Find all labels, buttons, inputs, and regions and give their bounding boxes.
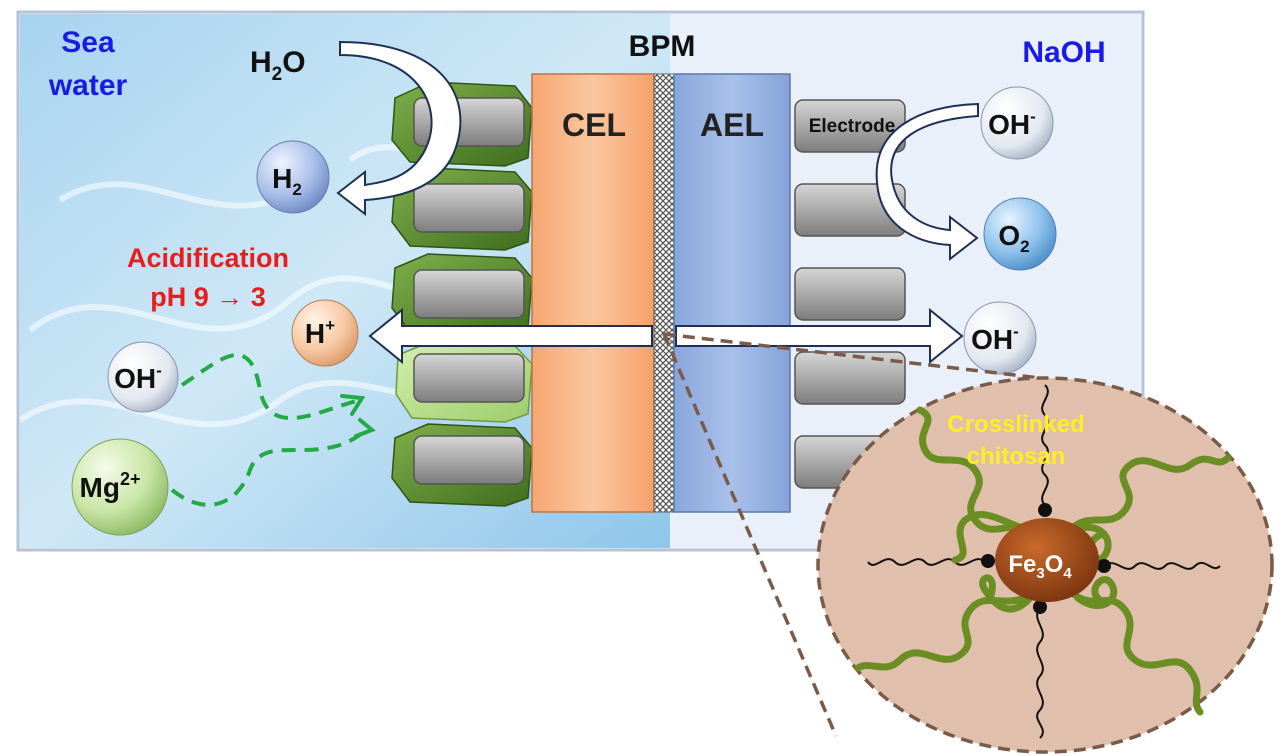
fe3o4-core xyxy=(995,518,1099,602)
flow-arrowheads xyxy=(340,394,376,438)
ion-transport-arrows xyxy=(368,307,964,365)
hydroxide-right: OH- xyxy=(963,301,1037,375)
svg-text:OH-: OH- xyxy=(988,107,1036,140)
svg-text:H+: H+ xyxy=(305,316,335,349)
magnesium-ion: Mg2+ xyxy=(71,438,169,536)
h2-molecule: H2 xyxy=(256,140,330,214)
svg-text:OH-: OH- xyxy=(971,322,1019,355)
chitosan-label: chitosan xyxy=(967,443,1066,470)
cel-label: CEL xyxy=(562,107,626,143)
precipitation-flow-arrows xyxy=(170,353,368,507)
cathode-electrode xyxy=(413,269,525,319)
hydroxide-left: OH- xyxy=(107,341,179,413)
hydroxide-flux-arrow xyxy=(675,307,964,365)
svg-text:H2: H2 xyxy=(272,163,302,199)
cathode-stack xyxy=(391,81,533,507)
chitosan-chains xyxy=(854,406,1232,716)
seawater-label-line2: water xyxy=(48,69,128,102)
cel-layer xyxy=(531,73,655,513)
ael-label: AEL xyxy=(700,107,764,143)
svg-text:Mg2+: Mg2+ xyxy=(80,469,141,503)
cathode-electrode xyxy=(413,183,525,233)
zoom-connectors xyxy=(662,332,1041,737)
anode-electrode xyxy=(794,351,906,405)
linker-nodes xyxy=(981,503,1111,614)
o2-molecule: O2 xyxy=(983,197,1057,271)
ael-layer xyxy=(673,73,791,513)
crosslinked-label: Crosslinked xyxy=(947,411,1084,438)
ph-change-label: pH 9 → 3 xyxy=(150,282,266,312)
svg-text:O2: O2 xyxy=(998,220,1029,256)
h2o-label: H2O xyxy=(250,46,306,85)
bpm-label: BPM xyxy=(629,30,696,63)
proton-flux-arrow xyxy=(368,307,653,365)
svg-text:OH-: OH- xyxy=(114,361,162,394)
proton: H+ xyxy=(291,299,359,367)
zoom-inset: Fe3O4 Crosslinked chitosan xyxy=(816,376,1274,754)
bipolar-membrane: CEL AEL xyxy=(531,73,791,513)
oh-flow-arrow xyxy=(180,353,361,420)
crosslinker-chains xyxy=(867,384,1221,739)
cathode-electrode xyxy=(413,353,525,403)
h2o-to-h2-arrow xyxy=(336,40,462,217)
interface-layer xyxy=(653,73,675,513)
electrode-label: Electrode xyxy=(809,116,896,137)
oh-to-o2-arrow xyxy=(875,102,979,262)
acidification-label: Acidification xyxy=(127,243,289,273)
naoh-label: NaOH xyxy=(1022,36,1105,69)
anode-electrode xyxy=(794,267,906,321)
seawater-label-line1: Sea xyxy=(61,26,115,59)
cathode-electrode xyxy=(413,435,525,485)
fe3o4-label: Fe3O4 xyxy=(1008,551,1072,582)
hydroxide-top-right: OH- xyxy=(980,86,1054,160)
mg-flow-arrow xyxy=(170,428,368,507)
